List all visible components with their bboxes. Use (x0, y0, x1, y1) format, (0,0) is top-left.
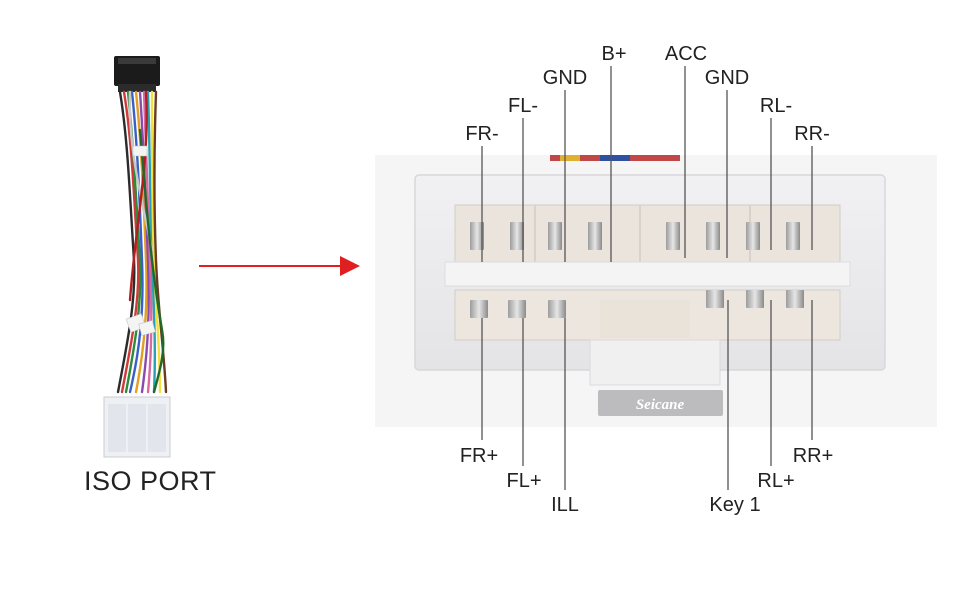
pin (786, 222, 800, 250)
pin-label-gnd-2: GND (705, 67, 749, 89)
pin-label-gnd-1: GND (543, 67, 587, 89)
brand-watermark: Seicane (636, 397, 685, 413)
pin (510, 222, 524, 250)
pin-label-rr-minus: RR- (794, 123, 830, 145)
pin (666, 222, 680, 250)
pin-label-rr-plus: RR+ (793, 445, 834, 467)
pin-label-fl-plus: FL+ (506, 470, 541, 492)
pin (588, 222, 602, 250)
top-pin-labels: FR- FL- GND B+ ACC GND RL- RR- (465, 43, 829, 145)
pin-label-acc: ACC (665, 43, 707, 65)
pin-label-rl-plus: RL+ (757, 470, 794, 492)
pin (508, 300, 526, 318)
upper-pin-row (470, 222, 800, 250)
iso-port-caption: ISO PORT (84, 466, 217, 496)
wire-harness-image (103, 56, 171, 458)
pin-label-ill: ILL (551, 494, 579, 516)
pin (786, 290, 804, 308)
lower-pin-row (470, 290, 804, 318)
pin (706, 222, 720, 250)
wire-tag (132, 145, 148, 157)
pin-label-fr-minus: FR- (465, 123, 498, 145)
pin (470, 300, 488, 318)
leader-lines (481, 66, 813, 490)
pin-label-key-1: Key 1 (709, 494, 760, 516)
pin (706, 290, 724, 308)
pin-label-rl-minus: RL- (760, 95, 792, 117)
connector-closeup-image: Seicane (375, 155, 937, 427)
pin-label-b-plus: B+ (601, 43, 626, 65)
wire-tag (138, 320, 156, 336)
pin (746, 222, 760, 250)
pin (548, 300, 566, 318)
pin (548, 222, 562, 250)
wire-bundle (116, 90, 168, 394)
pin-label-fr-plus: FR+ (460, 445, 498, 467)
pin (746, 290, 764, 308)
pin (470, 222, 484, 250)
bottom-pin-labels: FR+ FL+ ILL Key 1 RL+ RR+ (460, 445, 833, 516)
pin-label-fl-minus: FL- (508, 95, 538, 117)
